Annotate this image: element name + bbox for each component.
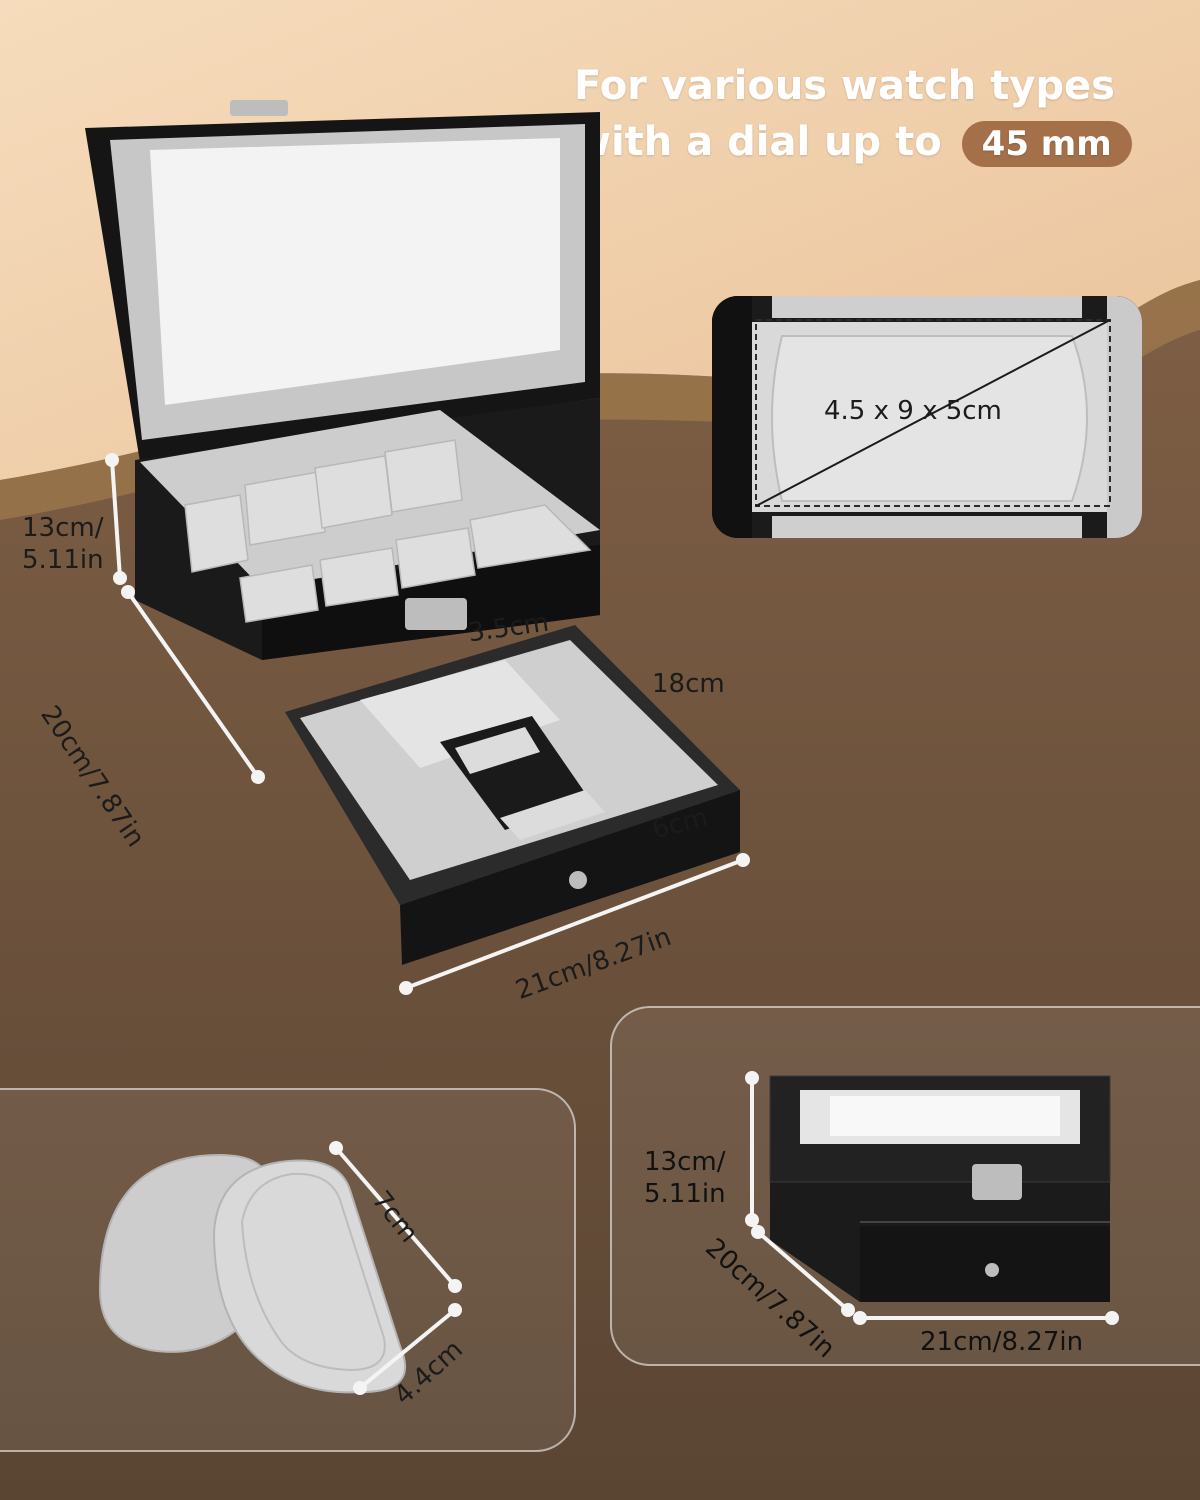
box-height-label: 13cm/ 5.11in — [22, 512, 104, 576]
dimension-lines — [105, 453, 750, 995]
drawer-depth-label: 18cm — [652, 669, 725, 699]
dial-size-badge: 45 mm — [961, 121, 1132, 167]
pillow-closeup-graphic — [712, 296, 1142, 538]
closed-box-width-label: 21cm/8.27in — [920, 1327, 1084, 1357]
headline-line2: with a dial up to 45 mm — [574, 114, 1132, 170]
lid-clasp-icon — [230, 100, 288, 116]
headline-line2-text: with a dial up to — [574, 119, 942, 165]
pillow-closeup: 4.5 x 9 x 5cm — [712, 296, 1142, 538]
closed-box-height-label: 13cm/ 5.11in — [644, 1146, 726, 1210]
box-height-line1: 13cm/ — [22, 513, 104, 543]
watch-pillows — [184, 439, 592, 623]
headline: For various watch types with a dial up t… — [574, 58, 1132, 170]
closed-box-height-line1: 13cm/ — [644, 1147, 726, 1177]
lock-icon — [405, 598, 467, 630]
drawer-knob-icon — [569, 871, 587, 889]
headline-line1: For various watch types — [574, 63, 1115, 109]
closed-box-height-line2: 5.11in — [644, 1179, 726, 1209]
box-height-line2: 5.11in — [22, 545, 104, 575]
pillow-dimension-label: 4.5 x 9 x 5cm — [824, 396, 1002, 426]
